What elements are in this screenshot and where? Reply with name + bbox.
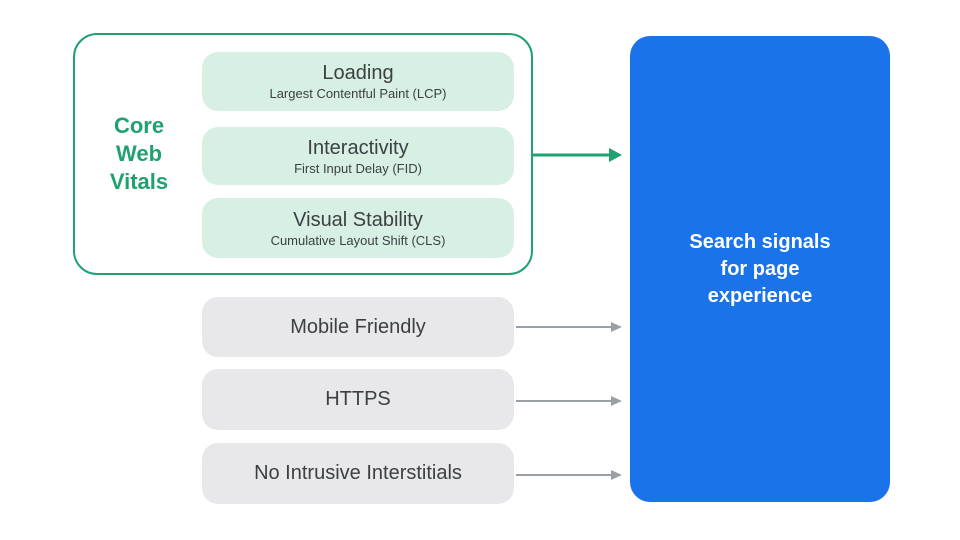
signal-label-https: HTTPS xyxy=(325,388,391,410)
arrow-shaft xyxy=(516,326,613,328)
arrow-head xyxy=(611,322,622,332)
vital-subtitle-lcp: Largest Contentful Paint (LCP) xyxy=(269,86,447,101)
no-intrusive-interstitials-arrow xyxy=(516,469,622,481)
vital-subtitle-cls: Cumulative Layout Shift (CLS) xyxy=(270,232,446,248)
arrow-shaft xyxy=(532,153,611,157)
vital-subtitle-fid: First Input Delay (FID) xyxy=(294,160,422,176)
https-arrow xyxy=(516,395,622,407)
vital-title-interactivity: Interactivity xyxy=(307,136,409,159)
arrow-shaft xyxy=(516,474,613,476)
arrow-head xyxy=(611,470,622,480)
search-signals-box: Search signals for page experience xyxy=(630,36,890,502)
vital-title-visual-stability: Visual Stability xyxy=(293,208,423,231)
arrow-head xyxy=(609,148,622,162)
signal-label-mobile-friendly: Mobile Friendly xyxy=(290,315,426,338)
vital-card-loading: Loading Largest Contentful Paint (LCP) xyxy=(202,52,514,111)
vital-card-visual-stability: Visual Stability Cumulative Layout Shift… xyxy=(202,198,514,258)
signal-card-no-intrusive-interstitials: No Intrusive Interstitials xyxy=(202,443,514,504)
arrow-head xyxy=(611,396,622,406)
search-signals-label: Search signals for page experience xyxy=(689,230,831,307)
signal-label-no-intrusive-interstitials: No Intrusive Interstitials xyxy=(254,462,462,484)
vital-title-loading: Loading xyxy=(322,62,394,84)
arrow-shaft xyxy=(516,400,613,402)
core-web-vitals-label: Core Web Vitals xyxy=(109,113,169,194)
mobile-friendly-arrow xyxy=(516,321,622,333)
vital-card-interactivity: Interactivity First Input Delay (FID) xyxy=(202,127,514,185)
core-web-vitals-arrow xyxy=(532,147,622,163)
signal-card-mobile-friendly: Mobile Friendly xyxy=(202,297,514,357)
signal-card-https: HTTPS xyxy=(202,369,514,430)
core-web-vitals-group: Core Web Vitals Loading Largest Contentf… xyxy=(73,33,533,275)
